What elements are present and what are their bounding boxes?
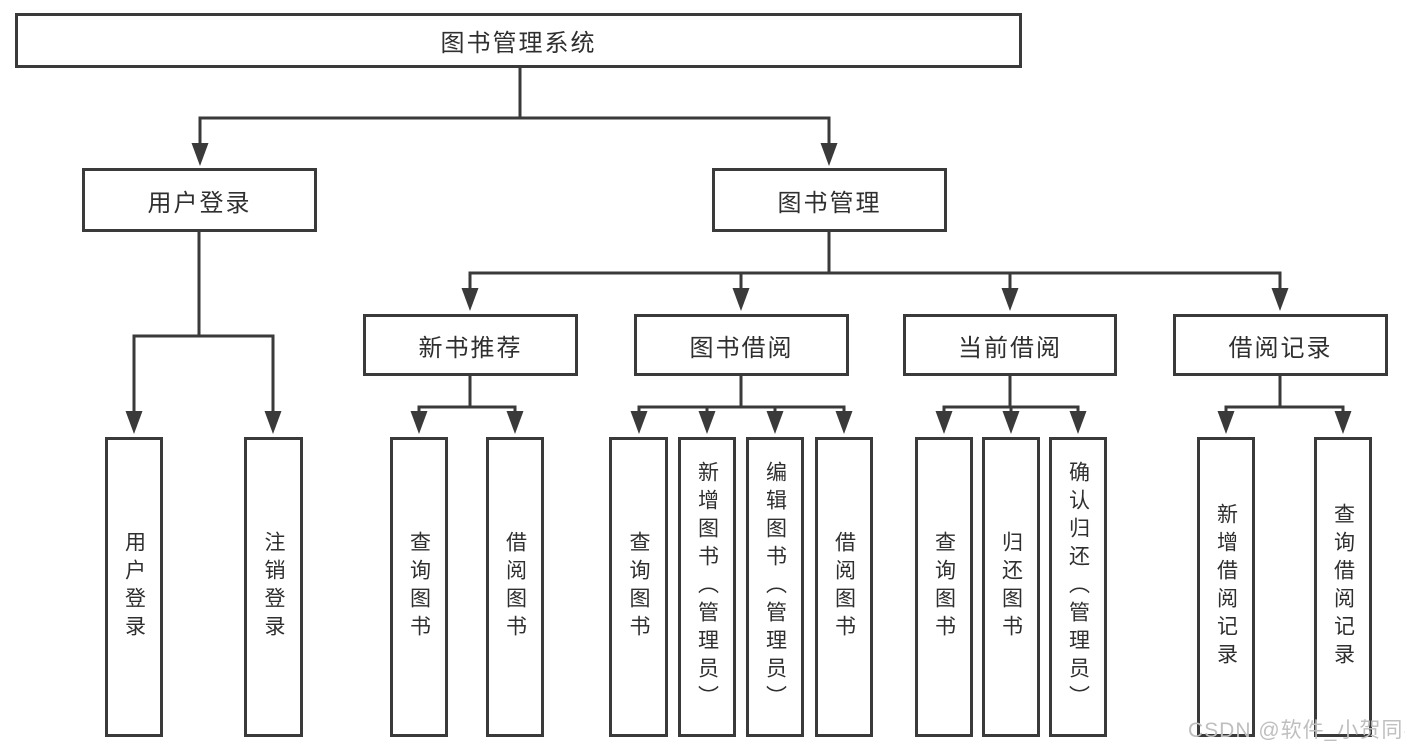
node-borrowing-records: 借阅记录 xyxy=(1173,314,1388,376)
node-label: 确认归还（管理员） xyxy=(1066,461,1090,713)
node-label: 借阅图书 xyxy=(503,531,527,643)
arrowhead-icon xyxy=(1271,288,1289,311)
arrowhead-icon xyxy=(766,411,784,434)
leaf-confirm-return-admin: 确认归还（管理员） xyxy=(1049,437,1107,737)
arrowhead-icon xyxy=(820,143,838,166)
leaf-query-books-recommend: 查询图书 xyxy=(390,437,448,737)
arrowhead-icon xyxy=(698,411,716,434)
node-label: 图书管理 xyxy=(777,189,882,217)
arrowhead-icon xyxy=(125,411,143,434)
leaf-query-borrow-record: 查询借阅记录 xyxy=(1314,437,1372,737)
arrowhead-icon xyxy=(835,411,853,434)
leaf-query-books-borrowing: 查询图书 xyxy=(609,437,668,737)
leaf-user-login: 用户登录 xyxy=(105,437,163,737)
node-label: 注销登录 xyxy=(262,531,285,643)
node-label: 新增借阅记录 xyxy=(1214,503,1238,671)
leaf-logout-login: 注销登录 xyxy=(244,437,303,737)
node-library-management-system: 图书管理系统 xyxy=(15,13,1022,68)
node-label: 查询图书 xyxy=(627,531,650,643)
leaf-add-book-admin: 新增图书（管理员） xyxy=(678,437,736,737)
arrowhead-icon xyxy=(1334,411,1352,434)
arrowhead-icon xyxy=(1217,411,1235,434)
node-user-login: 用户登录 xyxy=(82,168,317,232)
node-new-book-recommendation: 新书推荐 xyxy=(363,314,578,376)
node-label: 查询借阅记录 xyxy=(1331,503,1355,671)
arrowhead-icon xyxy=(732,288,750,311)
node-label: 当前借阅 xyxy=(958,334,1062,362)
node-label: 借阅记录 xyxy=(1228,334,1333,362)
arrowhead-icon xyxy=(1069,411,1087,434)
node-current-borrowing: 当前借阅 xyxy=(903,314,1117,376)
arrowhead-icon xyxy=(630,411,648,434)
leaf-query-books-current: 查询图书 xyxy=(915,437,973,737)
node-label: 图书管理系统 xyxy=(440,30,597,57)
leaf-borrow-books-recommend: 借阅图书 xyxy=(486,437,544,737)
leaf-edit-book-admin: 编辑图书（管理员） xyxy=(746,437,804,737)
node-book-management: 图书管理 xyxy=(712,168,947,232)
watermark: CSDN @软件_小贺同学 xyxy=(1188,719,1405,742)
node-label: 新增图书（管理员） xyxy=(695,461,719,713)
arrowhead-icon xyxy=(461,288,479,311)
node-label: 图书借阅 xyxy=(689,334,794,362)
node-label: 新书推荐 xyxy=(418,334,523,362)
arrowheads xyxy=(125,143,1352,434)
arrowhead-icon xyxy=(264,411,282,434)
arrowhead-icon xyxy=(506,411,524,434)
arrowhead-icon xyxy=(410,411,428,434)
arrowhead-icon xyxy=(191,143,209,166)
arrowhead-icon xyxy=(1001,288,1019,311)
node-label: 用户登录 xyxy=(122,531,146,643)
leaf-add-borrow-record: 新增借阅记录 xyxy=(1197,437,1255,737)
node-book-borrowing: 图书借阅 xyxy=(634,314,849,376)
node-label: 归还图书 xyxy=(999,531,1023,643)
node-label: 编辑图书（管理员） xyxy=(763,461,787,713)
arrowhead-icon xyxy=(1002,411,1020,434)
leaf-return-books: 归还图书 xyxy=(982,437,1040,737)
leaf-borrow-books-borrowing: 借阅图书 xyxy=(815,437,873,737)
node-label: 借阅图书 xyxy=(832,531,856,643)
arrowhead-icon xyxy=(935,411,953,434)
connector-path xyxy=(132,66,1345,416)
node-label: 查询图书 xyxy=(932,531,956,643)
node-label: 查询图书 xyxy=(407,531,431,643)
node-label: 用户登录 xyxy=(147,189,252,217)
